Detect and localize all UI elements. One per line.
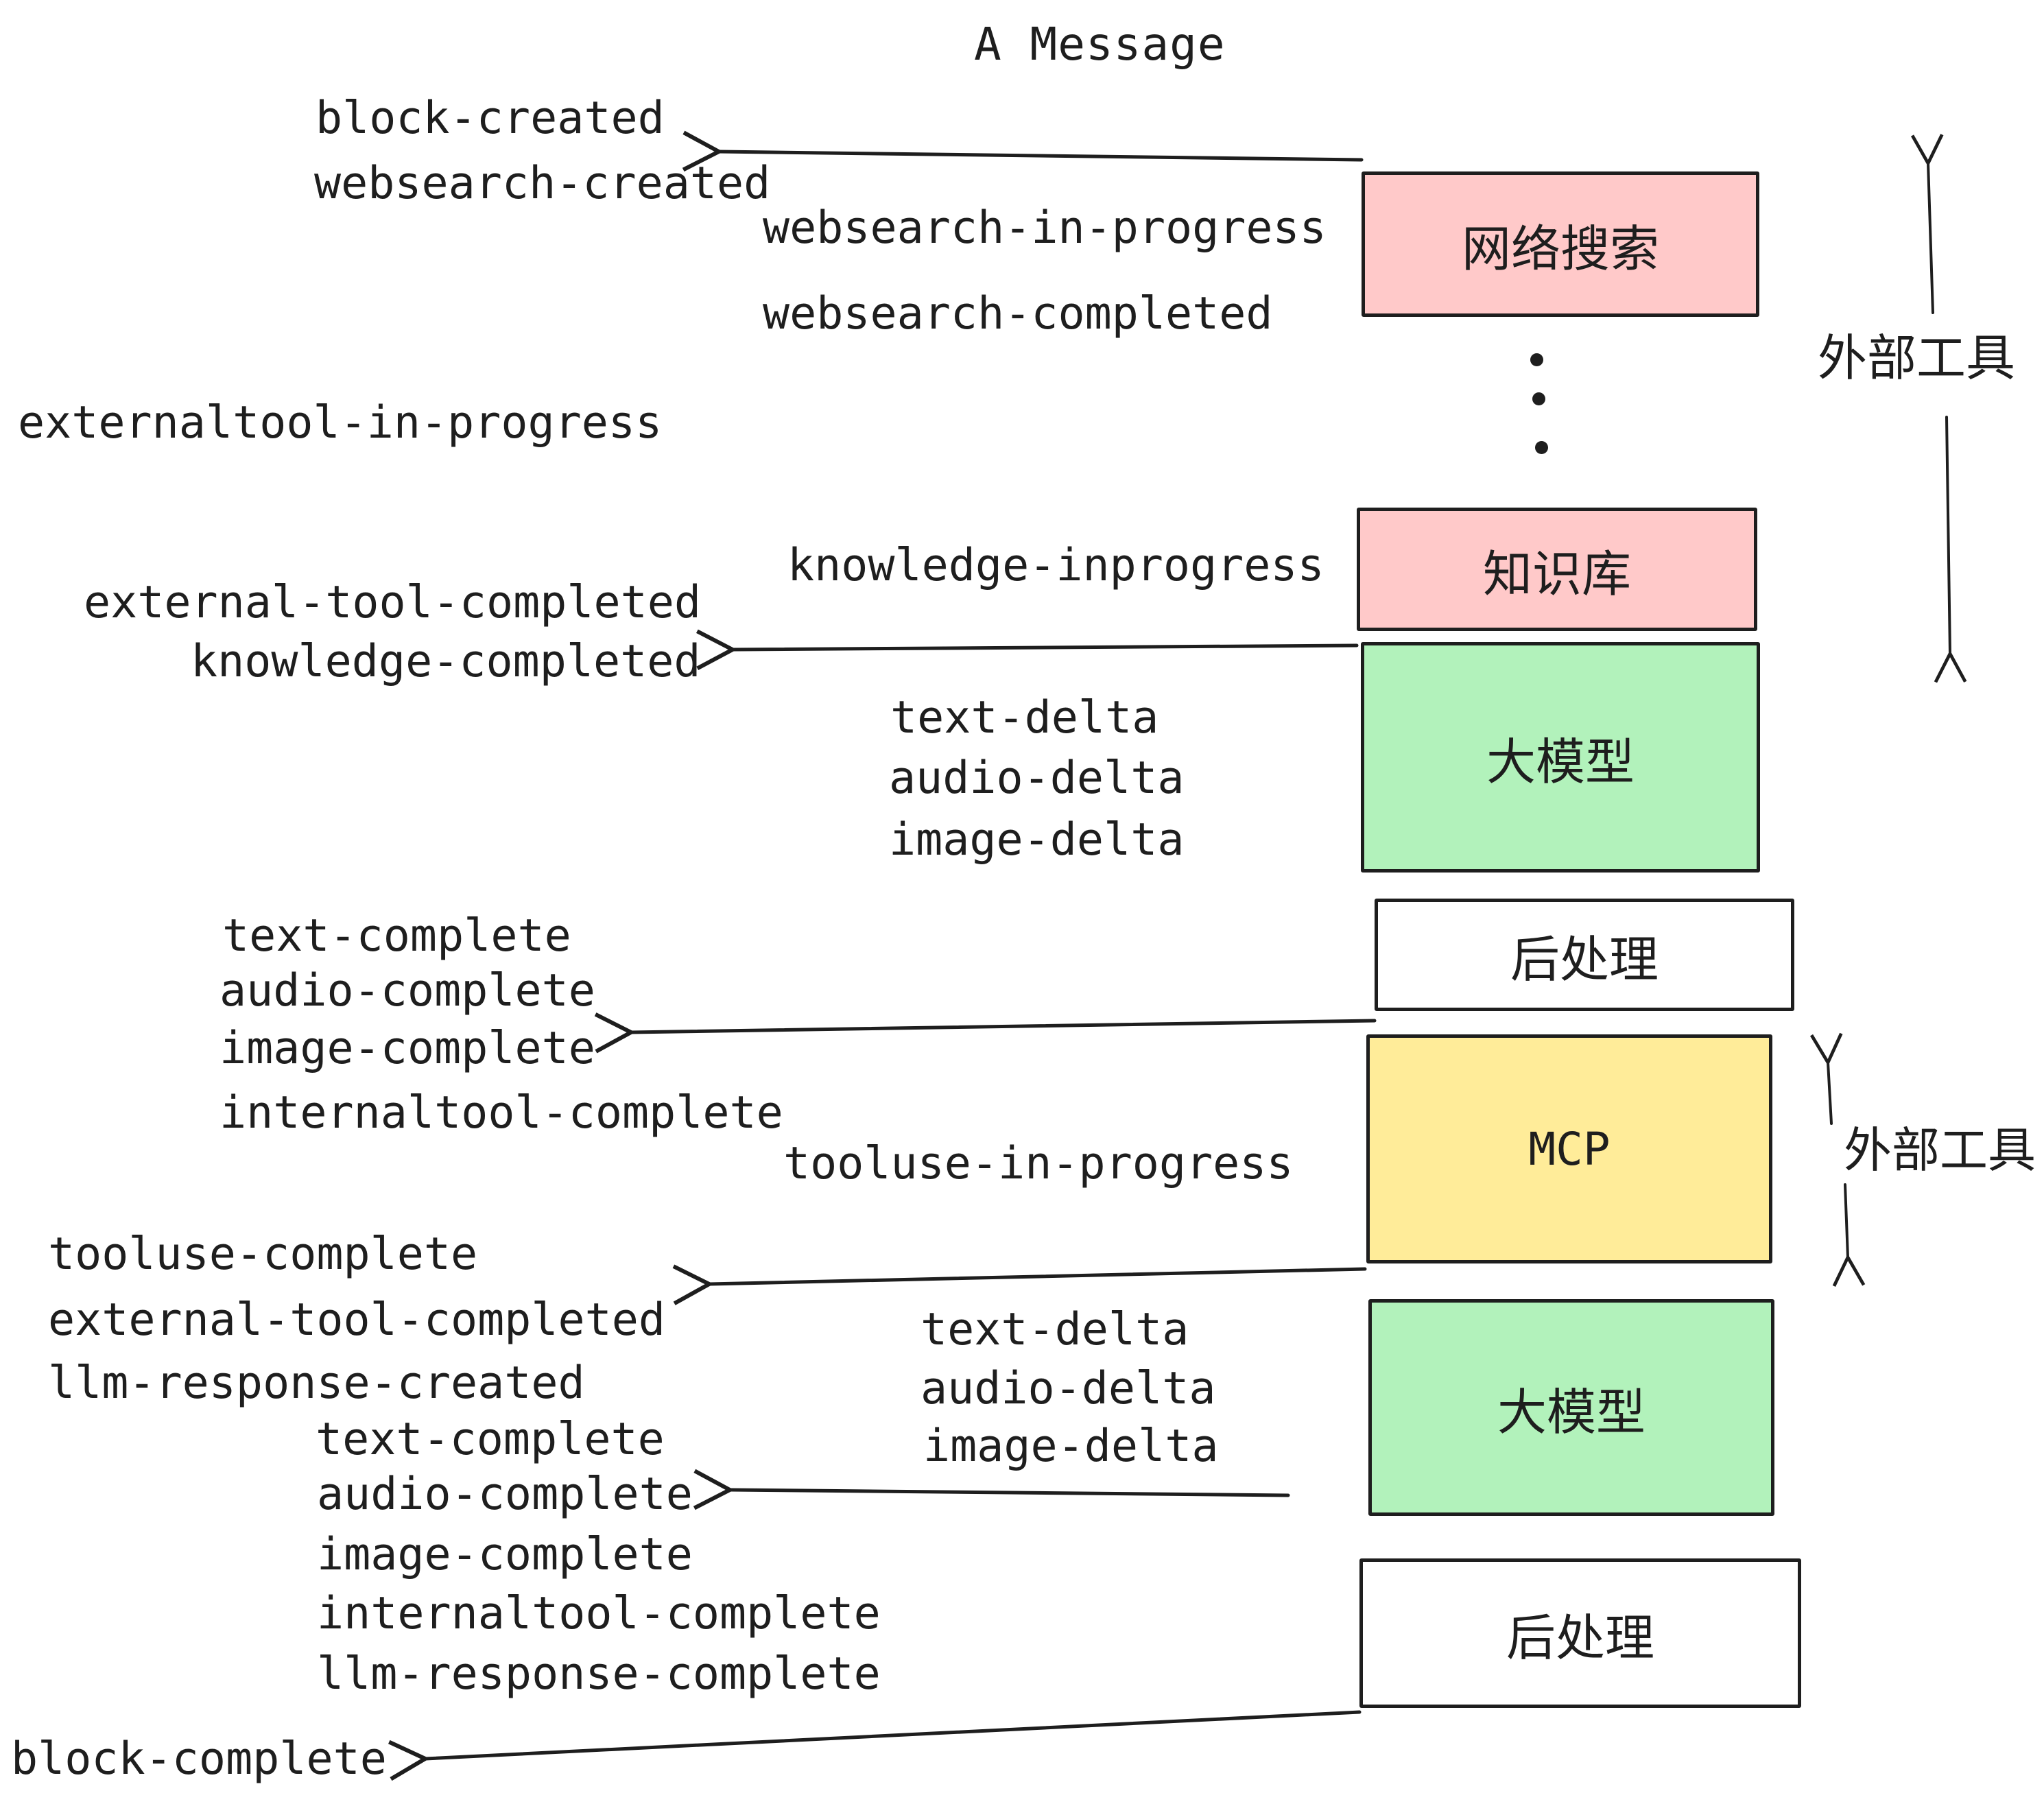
mcp-up-arrow <box>1810 1032 1843 1125</box>
box-llm-2-label: 大模型 <box>1497 1383 1645 1441</box>
external-tools-label-2: 外部工具 <box>1844 1122 2036 1178</box>
event-text-complete: text-complete <box>222 910 571 962</box>
box-websearch: 网络搜索 <box>1362 171 1759 317</box>
event-block-created: block-created <box>316 93 665 144</box>
event-websearch-created: websearch-created <box>314 158 771 209</box>
event-audio-delta-2: audio-delta <box>920 1363 1216 1414</box>
event-internaltool-complete-2: internaltool-complete <box>317 1588 881 1639</box>
event-text-delta: text-delta <box>890 692 1159 744</box>
ellipsis-dot <box>1535 441 1548 454</box>
event-block-complete: block-complete <box>11 1733 387 1785</box>
box-postprocess-2: 后处理 <box>1359 1558 1801 1708</box>
mcp-down-arrow <box>1832 1183 1866 1287</box>
event-tooluse-in-progress: tooluse-in-progress <box>783 1138 1294 1189</box>
event-llm-response-complete: llm-response-complete <box>317 1648 881 1700</box>
box-postprocess-1-label: 后处理 <box>1510 930 1659 988</box>
external-tools-up-arrow <box>1910 134 1944 314</box>
event-llm-response-created: llm-response-created <box>48 1357 585 1409</box>
ellipsis-dot <box>1532 392 1545 405</box>
box-websearch-label: 网络搜索 <box>1461 219 1659 278</box>
event-knowledge-inprogress: knowledge-inprogress <box>787 540 1324 591</box>
box-mcp: MCP <box>1366 1034 1772 1263</box>
page-title: A Message <box>974 18 1226 71</box>
event-external-tool-completed-2: external-tool-completed <box>48 1294 666 1346</box>
event-image-delta: image-delta <box>889 814 1185 866</box>
box-llm-1: 大模型 <box>1361 642 1760 873</box>
arrow-to-knowledge-completed <box>696 629 1359 671</box>
external-tools-down-arrow <box>1934 416 1967 683</box>
event-internaltool-complete: internaltool-complete <box>219 1087 783 1139</box>
event-text-delta-2: text-delta <box>920 1304 1189 1355</box>
box-postprocess-2-label: 后处理 <box>1506 1609 1654 1667</box>
event-websearch-in-progress: websearch-in-progress <box>763 202 1327 254</box>
event-externaltool-in-progress: externaltool-in-progress <box>18 397 663 449</box>
event-image-complete: image-complete <box>219 1023 595 1074</box>
arrow-to-audio-complete <box>693 1469 1290 1510</box>
event-external-tool-completed: external-tool-completed <box>84 577 702 628</box>
event-audio-complete-2: audio-complete <box>317 1469 693 1520</box>
event-websearch-completed: websearch-completed <box>763 288 1273 340</box>
box-knowledge-base-label: 知识库 <box>1482 545 1631 603</box>
arrow-to-block-complete <box>388 1710 1362 1781</box>
box-postprocess-1: 后处理 <box>1375 899 1794 1011</box>
external-tools-label-1: 外部工具 <box>1818 329 2016 387</box>
event-tooluse-complete: tooluse-complete <box>48 1229 478 1280</box>
box-llm-2: 大模型 <box>1368 1299 1774 1516</box>
event-knowledge-completed: knowledge-completed <box>191 636 701 687</box>
arrow-to-image-complete <box>594 1012 1377 1054</box>
ellipsis-dot <box>1530 353 1543 366</box>
arrow-to-external-tool-completed <box>672 1264 1367 1305</box>
arrow-to-block-created <box>682 130 1364 172</box>
event-audio-complete: audio-complete <box>219 965 595 1017</box>
event-image-delta-2: image-delta <box>923 1421 1219 1472</box>
event-text-complete-2: text-complete <box>316 1414 665 1465</box>
box-mcp-label: MCP <box>1528 1122 1611 1176</box>
box-knowledge-base: 知识库 <box>1357 508 1757 631</box>
event-audio-delta: audio-delta <box>889 752 1185 804</box>
box-llm-1-label: 大模型 <box>1486 733 1635 791</box>
event-image-complete-2: image-complete <box>317 1529 693 1580</box>
